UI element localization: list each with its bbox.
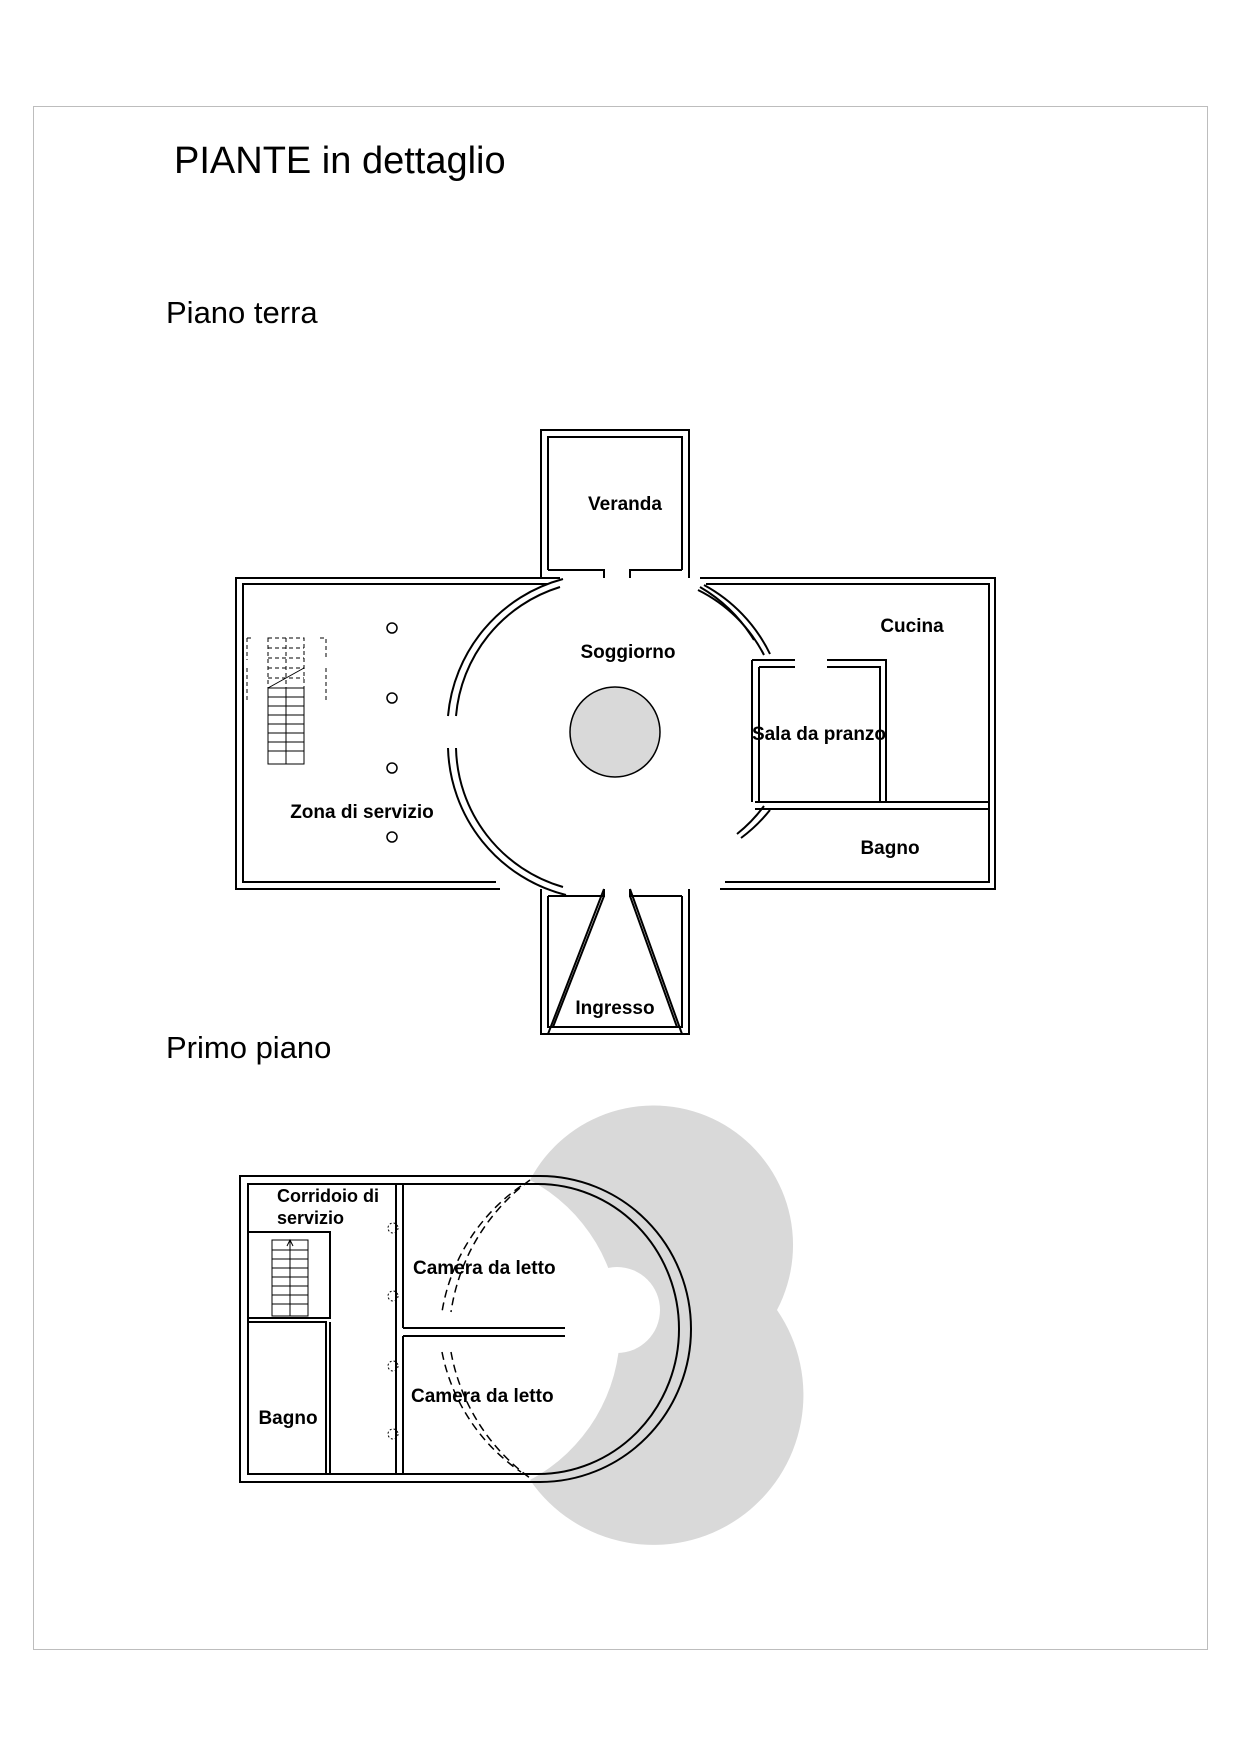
ingresso-wall [540,889,690,1035]
central-void [574,1267,660,1353]
wall-lights [387,1222,399,1440]
first-floor-heading: Primo piano [166,1030,332,1065]
living-room-circle-wall [447,578,771,896]
room-label-zona-di-servizio: Zona di servizio [290,802,434,823]
room-label-sala-da-pranzo: Sala da pranzo [752,724,886,745]
column [386,622,398,634]
room-label-ingresso: Ingresso [575,998,654,1019]
room-label-camera-2: Camera da letto [411,1386,554,1407]
room-label-veranda: Veranda [588,494,662,515]
dining-room-walls [751,659,887,802]
stair-box-wall [248,1231,331,1474]
page-title: PIANTE in dettaglio [174,140,506,182]
room-label-cucina: Cucina [880,616,944,637]
door-swings [441,1179,531,1479]
void-area [530,1105,804,1545]
room-label-corridoio-line2: servizio [277,1208,344,1228]
room-label-soggiorno: Soggiorno [581,642,676,663]
round-table [569,686,661,778]
living-room-circle-wall-2 [699,586,755,641]
veranda-door-jamb [548,569,682,578]
room-label-bagno-first: Bagno [258,1408,317,1429]
west-wing-wall [235,577,560,890]
room-label-corridoio-line1: Corridoio di [277,1186,379,1206]
bagno-divider-wall [755,801,989,810]
room-label-camera-1: Camera da letto [413,1258,556,1279]
ground-floor-stair [246,637,327,765]
corridor-wall [395,1184,404,1474]
east-wing-wall [700,577,996,890]
ingresso-angled-wall [547,888,683,1035]
living-room-circle-wall-inner [455,586,765,888]
ground-floor-heading: Piano terra [166,295,318,330]
round-outer-wall [537,1175,692,1483]
bedroom-divider [403,1327,565,1337]
column [386,692,398,704]
column [386,831,398,843]
room-label-bagno: Bagno [860,838,919,859]
column [386,762,398,774]
first-floor-stair [271,1238,309,1317]
veranda-wall [540,429,690,578]
page-frame [33,106,1208,1650]
